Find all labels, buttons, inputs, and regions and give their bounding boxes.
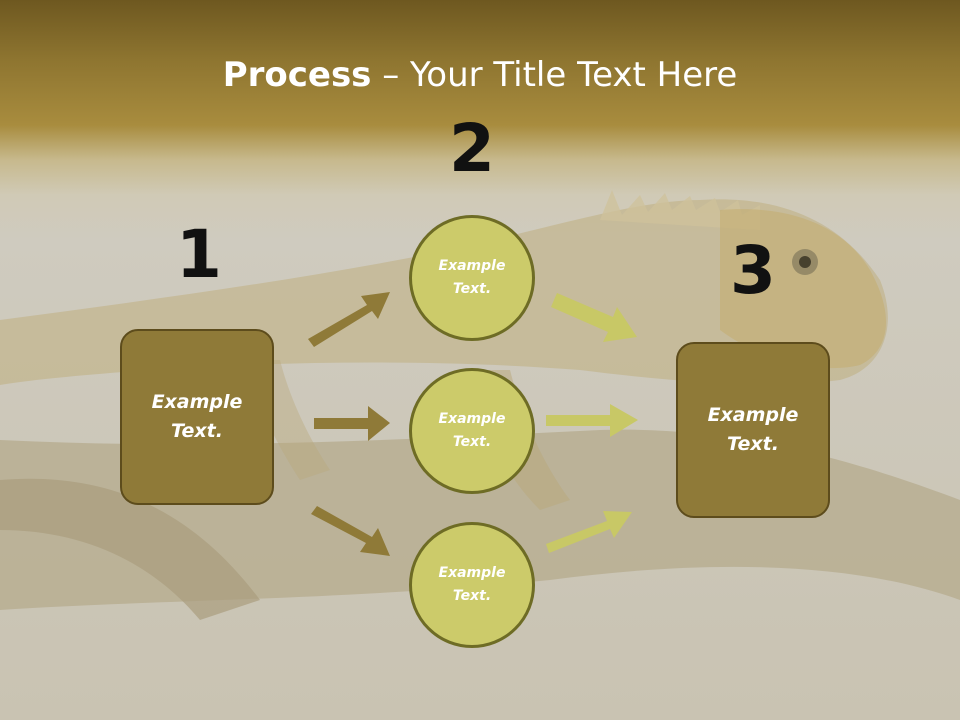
step-number-1: 1 xyxy=(176,216,222,293)
circle-middle: Example Text. xyxy=(409,368,535,494)
title-rest: – Your Title Text Here xyxy=(371,55,738,95)
slide-title: Process – Your Title Text Here xyxy=(0,55,960,95)
arrow-right-down xyxy=(551,293,637,342)
right-box-text: Example Text. xyxy=(707,404,799,455)
arrow-right-middle xyxy=(546,404,638,437)
step-number-3: 3 xyxy=(730,232,776,309)
step-number-2: 2 xyxy=(449,110,495,187)
arrow-left-down xyxy=(311,506,390,556)
circle-bottom-text: Example Text. xyxy=(438,565,506,604)
arrow-right-up xyxy=(546,511,632,553)
left-box: Example Text. xyxy=(120,329,274,505)
circle-bottom: Example Text. xyxy=(409,522,535,648)
circle-top-text: Example Text. xyxy=(438,258,506,297)
title-bold: Process xyxy=(222,55,372,95)
left-box-text: Example Text. xyxy=(151,391,243,442)
arrow-left-middle xyxy=(314,406,390,441)
right-box: Example Text. xyxy=(676,342,830,518)
circle-top: Example Text. xyxy=(409,215,535,341)
arrow-left-up xyxy=(308,292,390,347)
circle-middle-text: Example Text. xyxy=(438,411,506,450)
